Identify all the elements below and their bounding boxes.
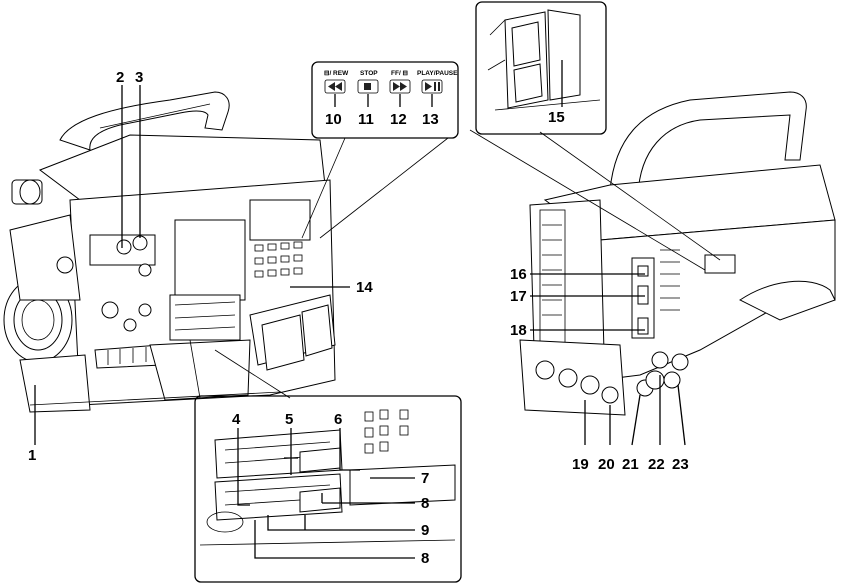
callout-15: 15 [548, 109, 565, 126]
camera-left-view [3, 91, 336, 413]
callout-10: 10 [325, 111, 342, 128]
card-door-inset [475, 1, 607, 135]
stop-button-label: STOP [360, 70, 378, 77]
transport-inset-frame [311, 61, 459, 139]
callout-2: 2 [116, 69, 124, 86]
callout-16: 16 [510, 266, 527, 283]
callout-19: 19 [572, 456, 589, 473]
rew-button-label: ⊟/ REW [324, 70, 349, 77]
callout-12: 12 [390, 111, 407, 128]
callout-1: 1 [28, 447, 36, 464]
transport-button-inset: ⊟/ REW STOP FF/ ⊟ PLAY/PAUSE [311, 61, 459, 139]
card-door-inset-frame [475, 1, 607, 135]
callout-14: 14 [356, 279, 373, 296]
callout-8-upper: 8 [421, 495, 429, 512]
camera-right-view [519, 91, 836, 416]
callout-17: 17 [510, 288, 527, 305]
rewind-icon [324, 79, 346, 94]
callout-21: 21 [622, 456, 639, 473]
callout-22: 22 [648, 456, 665, 473]
callout-23: 23 [672, 456, 689, 473]
callout-11: 11 [358, 111, 374, 128]
callout-6: 6 [334, 411, 342, 428]
callout-4: 4 [232, 411, 241, 428]
play-pause-button-label: PLAY/PAUSE [417, 70, 458, 77]
callout-18: 18 [510, 322, 527, 339]
ff-button-label: FF/ ⊟ [391, 70, 409, 77]
fast-forward-icon [389, 79, 411, 94]
callout-5: 5 [285, 411, 293, 428]
callout-20: 20 [598, 456, 615, 473]
callout-numbers: 1 2 3 4 5 6 7 8 9 8 10 11 12 13 14 15 16… [28, 69, 689, 567]
callout-9: 9 [421, 522, 429, 539]
card-slot-inset-frame [194, 395, 462, 583]
card-slot-inset [194, 395, 462, 583]
play-pause-icon [421, 79, 443, 94]
callout-3: 3 [135, 69, 143, 86]
stop-icon [357, 79, 379, 94]
callout-13: 13 [422, 111, 439, 128]
callout-7: 7 [421, 470, 429, 487]
callout-8-lower: 8 [421, 550, 429, 567]
